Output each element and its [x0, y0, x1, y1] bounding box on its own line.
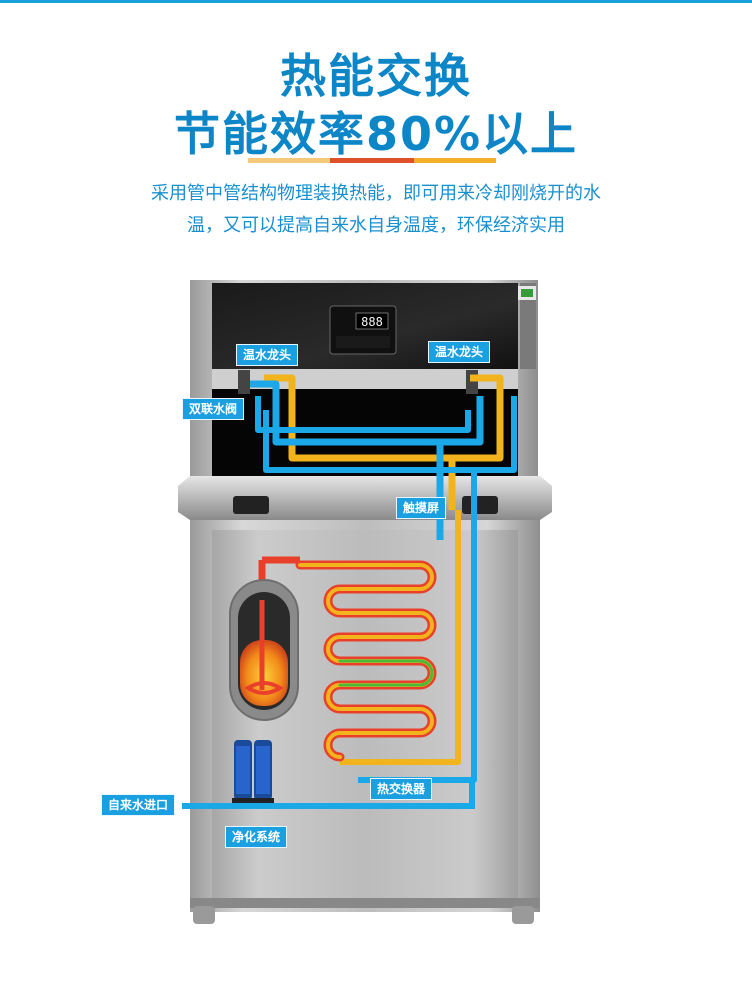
- lower-cabinet: [190, 520, 540, 912]
- control-display-panel: 888: [329, 305, 397, 355]
- label-purification: 净化系统: [225, 826, 288, 848]
- purification-filters: [232, 740, 274, 804]
- page-subtitle: 节能效率80%以上: [173, 107, 579, 161]
- description-line-1: 采用管中管结构物理装换热能，即可用来冷却刚烧开的水: [151, 183, 601, 204]
- heat-exchanger-coil: [295, 560, 437, 762]
- divider-segment-right: [414, 158, 496, 163]
- label-faucet-right: 温水龙头: [428, 341, 491, 363]
- divider-segment-middle: [330, 158, 414, 163]
- label-faucet-left: 温水龙头: [236, 344, 299, 366]
- water-inlet-pipe: [182, 780, 475, 809]
- label-water-inlet: 自来水进口: [101, 794, 176, 816]
- divider-segment-left: [248, 158, 330, 163]
- faucet-left: [238, 370, 250, 394]
- display-digits: 888: [361, 315, 383, 329]
- page-title: 热能交换: [280, 49, 472, 103]
- label-dual-valve: 双联水阀: [182, 398, 245, 420]
- top-accent-line: [0, 0, 752, 3]
- warm-water-pipes: [264, 374, 504, 765]
- description-line-2: 温，又可以提高自来水自身温度，环保经济实用: [187, 215, 565, 236]
- counter-top: [178, 476, 552, 520]
- cabinet-feet: [193, 906, 534, 924]
- label-touch-screen: 触摸屏: [396, 497, 447, 519]
- label-heat-exchanger: 热交换器: [370, 778, 433, 800]
- boiler-tank: [229, 579, 299, 721]
- faucet-right: [466, 370, 478, 394]
